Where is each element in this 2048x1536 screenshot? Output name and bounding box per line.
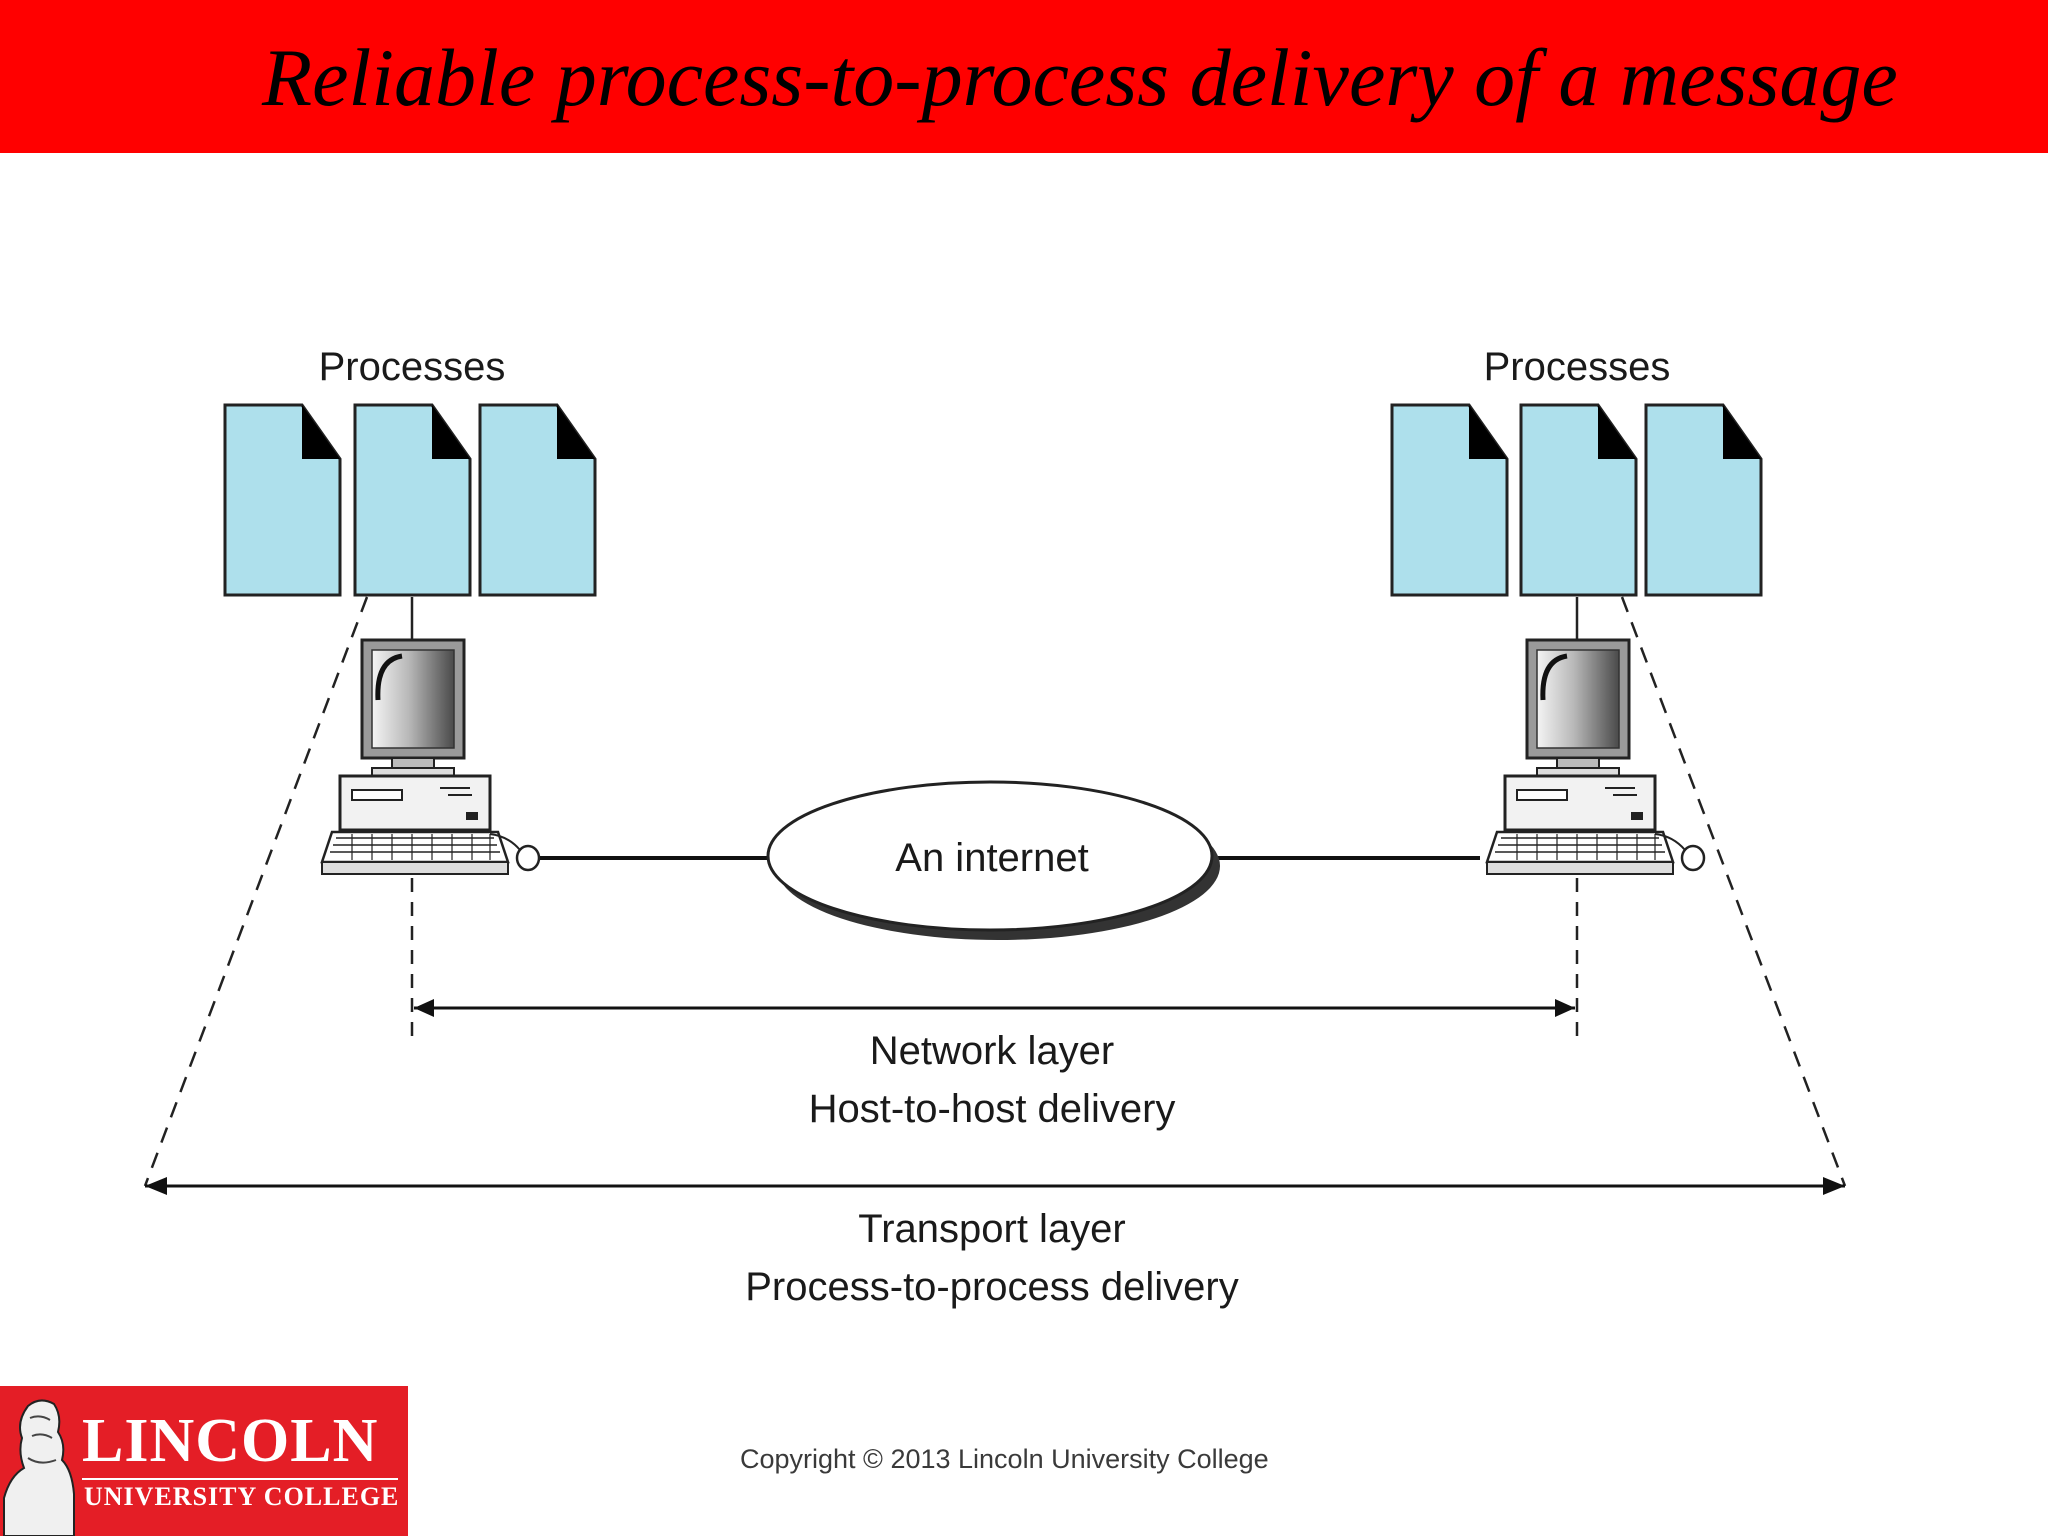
transport-layer-arrow bbox=[145, 1177, 1845, 1195]
right-process-doc bbox=[1644, 403, 1763, 597]
process-to-process-label: Process-to-process delivery bbox=[745, 1265, 1239, 1309]
left-process-doc bbox=[353, 403, 472, 597]
right-computer-icon bbox=[1485, 638, 1706, 875]
right-process-doc bbox=[1390, 403, 1509, 597]
bust-emblem-icon bbox=[3, 1399, 75, 1536]
slide-title: Reliable process-to-process delivery of … bbox=[262, 32, 1898, 123]
logo-divider bbox=[82, 1478, 398, 1480]
right-processes-label: Processes bbox=[1484, 345, 1671, 389]
left-computer-icon bbox=[320, 638, 541, 875]
right-process-doc bbox=[1519, 403, 1638, 597]
left-process-doc bbox=[478, 403, 597, 597]
network-layer-label: Network layer bbox=[870, 1029, 1115, 1073]
title-bar: Reliable process-to-process delivery of … bbox=[0, 0, 2048, 153]
logo-subtitle: UNIVERSITY COLLEGE bbox=[84, 1482, 400, 1511]
copyright-text: Copyright © 2013 Lincoln University Coll… bbox=[740, 1444, 1269, 1474]
host-to-host-label: Host-to-host delivery bbox=[809, 1087, 1176, 1131]
left-process-doc bbox=[223, 403, 342, 597]
university-logo: LINCOLN UNIVERSITY COLLEGE bbox=[0, 1386, 408, 1536]
internet-label: An internet bbox=[895, 836, 1088, 880]
logo-name: LINCOLN bbox=[82, 1407, 379, 1475]
left-processes-label: Processes bbox=[319, 345, 506, 389]
network-layer-arrow bbox=[414, 999, 1575, 1017]
transport-layer-label: Transport layer bbox=[858, 1207, 1126, 1251]
internet-cloud bbox=[766, 780, 1214, 932]
